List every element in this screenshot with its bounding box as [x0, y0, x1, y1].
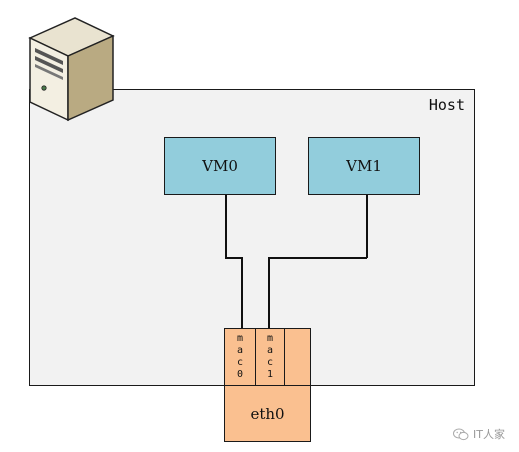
server-tower-icon: [28, 17, 115, 122]
mac0-letter-3: c: [236, 357, 244, 368]
host-label: Host: [428, 96, 465, 114]
mac1-letter-3: c: [266, 357, 274, 368]
mac0-letter-4: 0: [236, 369, 244, 380]
mac1-letter-2: a: [266, 345, 274, 356]
mac0-cell: m a c 0: [224, 328, 256, 386]
vm0-box: VM0: [164, 137, 276, 195]
mac1-letter-1: m: [266, 333, 274, 344]
eth0-box: eth0: [224, 385, 311, 442]
vm1-label: VM1: [346, 157, 382, 175]
vm0-link-down: [225, 195, 227, 258]
mac0-letter-1: m: [236, 333, 244, 344]
vm1-link-across: [268, 257, 367, 259]
vm1-link-to-mac: [268, 257, 270, 328]
eth0-label: eth0: [250, 404, 285, 423]
mac0-letter-2: a: [236, 345, 244, 356]
vm1-link-down: [366, 195, 368, 258]
mac-empty-cell: [284, 328, 311, 386]
mac1-cell: m a c 1: [255, 328, 285, 386]
vm0-link-to-mac: [241, 257, 243, 328]
watermark-text: IT人家: [473, 428, 505, 441]
watermark: IT人家: [453, 426, 505, 442]
mac1-letter-4: 1: [266, 369, 274, 380]
vm1-box: VM1: [308, 137, 420, 195]
vm0-link-across: [225, 257, 242, 259]
wechat-icon: [453, 428, 469, 440]
vm0-label: VM0: [202, 157, 238, 175]
